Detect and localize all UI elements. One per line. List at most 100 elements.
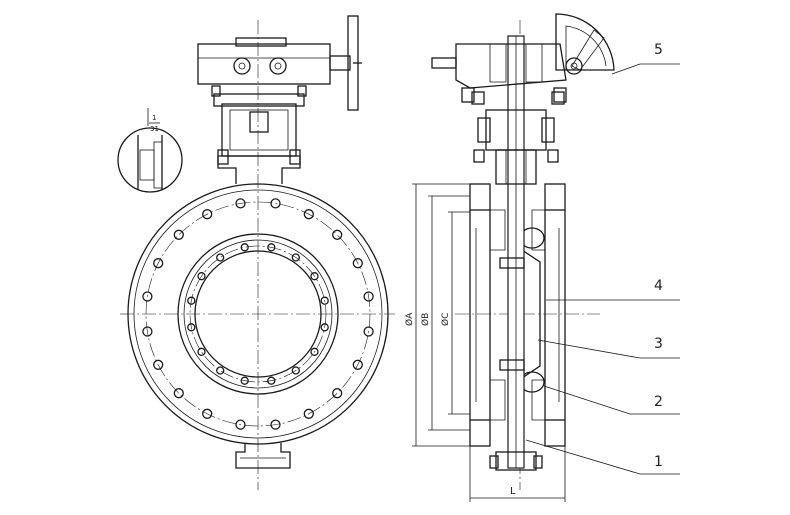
neck-bolt-right xyxy=(289,149,301,165)
inner-bolt-hole-3 xyxy=(291,366,300,375)
dim-label-a: ØA xyxy=(404,312,415,326)
outer-bolt-hole-19 xyxy=(352,258,363,269)
outer-bolt-hole-14 xyxy=(202,209,213,220)
outer-bolt-hole-16 xyxy=(270,198,281,209)
disc-pin-upper xyxy=(499,257,525,269)
bottom-cap-bolt-right xyxy=(533,455,543,469)
seat-circle xyxy=(183,239,333,389)
dim-label-b: ØB xyxy=(420,313,431,326)
neck-section-left xyxy=(495,149,507,185)
detail-seal-ring xyxy=(139,149,155,181)
callout-4: 4 xyxy=(654,278,663,294)
side-view xyxy=(431,13,615,490)
inner-bolt-hole-5 xyxy=(240,376,249,385)
side-bracket-bolt-right xyxy=(541,117,555,143)
dim-label-c: ØC xyxy=(440,313,451,326)
bottom-cap xyxy=(495,451,537,471)
callout-2: 2 xyxy=(654,394,663,410)
detail-note-top: 1 xyxy=(152,114,156,122)
inner-bolt-hole-7 xyxy=(197,347,206,356)
bracket-bolt-right xyxy=(297,85,307,97)
leader-3 xyxy=(537,339,680,359)
neck-bolt-left xyxy=(217,149,229,165)
body-outer-sides xyxy=(469,210,566,420)
neck-flange xyxy=(217,155,301,184)
bracket-body xyxy=(221,103,297,157)
inner-bolt-hole-14 xyxy=(291,253,300,262)
inner-bolt-hole-8 xyxy=(187,323,196,332)
inner-bolt-hole-4 xyxy=(267,376,276,385)
callout-1: 1 xyxy=(654,454,663,470)
coupling-block xyxy=(249,111,269,133)
handwheel-hub xyxy=(565,57,583,75)
dimension-lines: ØA ØB ØC L xyxy=(404,183,566,502)
flange-left-bottom xyxy=(469,419,491,447)
side-top-nut-right xyxy=(551,91,565,105)
bracket-top-plate xyxy=(213,93,305,107)
outer-bolt-hole-12 xyxy=(153,258,164,269)
outer-bolt-hole-1 xyxy=(363,326,374,337)
handwheel-quadrant xyxy=(555,13,615,71)
body-section-upper-left xyxy=(489,209,506,251)
flange-right-bottom xyxy=(544,419,566,447)
side-gearbox xyxy=(455,43,567,89)
outer-bolt-hole-5 xyxy=(270,419,281,430)
callout-5: 5 xyxy=(654,42,663,58)
body-circle xyxy=(177,233,339,395)
side-gearbox-section-right xyxy=(525,43,543,83)
handwheel-spoke xyxy=(571,29,605,71)
side-gear-foot-left xyxy=(461,87,475,103)
side-bracket-bolt-left xyxy=(477,117,491,143)
flange-left-top xyxy=(469,183,491,211)
bracket-window xyxy=(229,109,289,151)
flange-rim-circle xyxy=(133,189,383,439)
side-gear-foot-right xyxy=(553,87,567,103)
leader-1 xyxy=(525,439,680,475)
outer-bolt-hole-8 xyxy=(173,388,184,399)
side-indicator xyxy=(431,57,457,69)
outer-bolt-holes xyxy=(142,198,374,430)
inner-bolt-hole-2 xyxy=(310,347,319,356)
inner-bolt-hole-1 xyxy=(320,323,329,332)
disc-pin-lower xyxy=(499,359,525,371)
inner-bolt-holes xyxy=(187,243,329,385)
bore-circle xyxy=(194,250,322,378)
inner-bolt-hole-15 xyxy=(310,272,319,281)
body-section-lower-left xyxy=(489,379,506,421)
gearbox-cover xyxy=(235,37,287,47)
inner-bolt-hole-9 xyxy=(187,296,196,305)
callout-3: 3 xyxy=(654,336,663,352)
outer-bolt-hole-3 xyxy=(332,388,343,399)
outer-bolt-hole-15 xyxy=(235,198,246,209)
bolt-circle-outer xyxy=(145,201,371,427)
gearbox-bolt-left-core xyxy=(238,62,246,70)
callouts: 5 4 3 2 1 xyxy=(525,42,680,475)
body-section-lower-right xyxy=(531,379,546,421)
bolt-circle-inner xyxy=(189,245,327,383)
handwheel-hub-core xyxy=(570,62,578,70)
outer-bolt-hole-20 xyxy=(363,291,374,302)
outer-bolt-hole-9 xyxy=(153,359,164,370)
gearbox-bolt-left xyxy=(233,57,251,75)
outer-bolt-hole-17 xyxy=(303,209,314,220)
dim-label-l: L xyxy=(510,486,516,497)
front-view xyxy=(120,15,395,490)
detail-walls xyxy=(137,135,163,190)
inner-bolt-hole-10 xyxy=(197,272,206,281)
outer-bolt-hole-13 xyxy=(173,229,184,240)
inner-bolt-hole-16 xyxy=(320,296,329,305)
gearbox-bolt-right-core xyxy=(274,62,282,70)
outer-bolt-hole-18 xyxy=(332,229,343,240)
bottom-boss xyxy=(235,443,291,469)
gearbox-housing xyxy=(197,43,331,85)
side-gearbox-section-left xyxy=(489,43,507,83)
flange-right-top xyxy=(544,183,566,211)
seal-detail: 1 31 xyxy=(117,108,183,193)
inner-bolt-hole-13 xyxy=(267,243,276,252)
body-section-upper-right xyxy=(531,209,546,251)
bottom-cap-bolt-left xyxy=(489,455,499,469)
inner-bolt-hole-12 xyxy=(240,243,249,252)
flange-outer-circle xyxy=(127,183,389,445)
neck-section-right xyxy=(525,149,537,185)
